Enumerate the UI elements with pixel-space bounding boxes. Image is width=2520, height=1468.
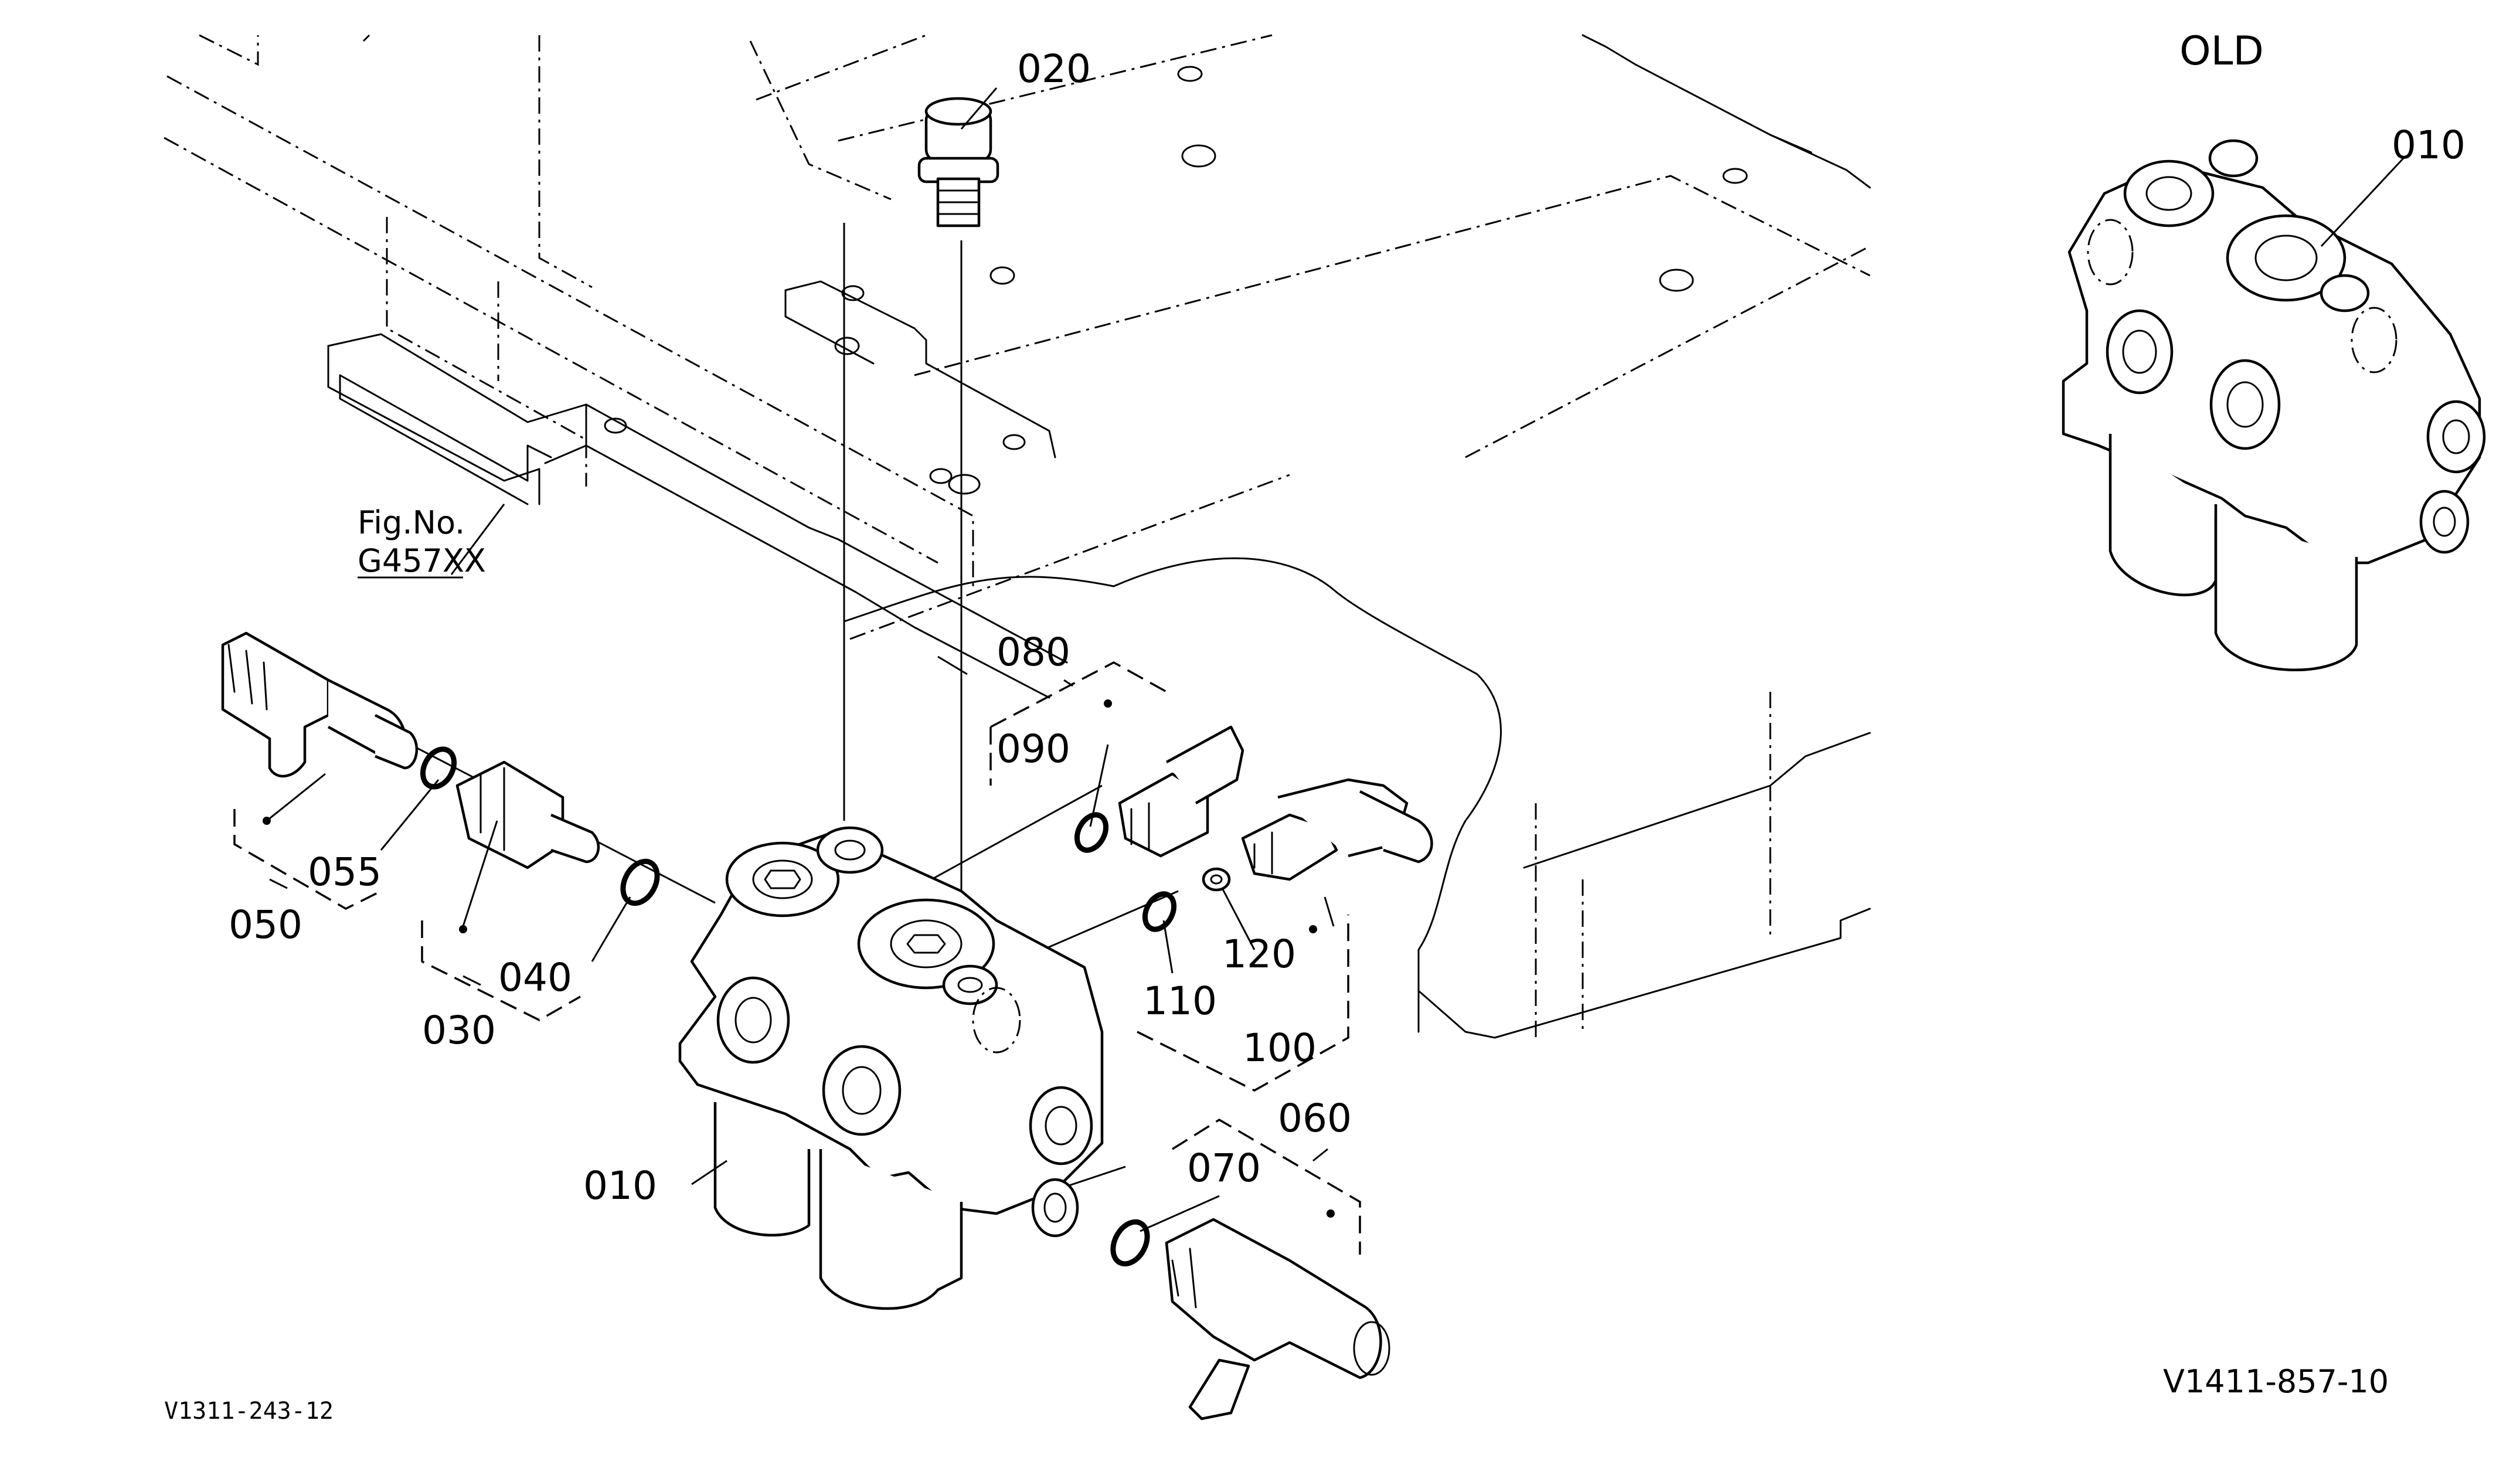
leader-lines	[266, 87, 2405, 1232]
fig-ref-line2: G457XX	[358, 542, 486, 579]
part-label-070: 070	[1187, 1146, 1261, 1191]
part-label-010-old: 010	[2392, 123, 2465, 168]
part-label-060: 060	[1278, 1096, 1352, 1141]
reference-dots	[263, 699, 1335, 1218]
part-080-plug[interactable]	[1118, 725, 1244, 858]
part-label-055: 055	[308, 849, 382, 895]
part-label-030: 030	[422, 1008, 496, 1053]
old-variant-label: OLD	[2179, 28, 2264, 74]
part-label-020: 020	[1017, 46, 1091, 91]
part-070-o-ring[interactable]	[1106, 1216, 1154, 1270]
part-label-100: 100	[1243, 1025, 1317, 1071]
old-valve-body[interactable]	[2062, 139, 2486, 671]
labels: OLD 010 020 Fig.No. G457XX 080 090 055 0…	[164, 28, 2465, 1425]
part-100-elbow-fitting[interactable]	[1241, 778, 1433, 881]
part-090-o-ring[interactable]	[1072, 810, 1112, 855]
part-120-orifice[interactable]	[1202, 867, 1231, 892]
part-010-valve-body[interactable]	[678, 826, 1104, 1310]
part-055-o-ring[interactable]	[417, 744, 460, 793]
part-050-tee-fitting[interactable]	[221, 631, 419, 778]
part-020-plug[interactable]	[917, 97, 999, 227]
part-label-050: 050	[229, 902, 302, 947]
part-label-040: 040	[498, 955, 572, 1000]
part-label-110: 110	[1143, 978, 1217, 1024]
group-brackets	[233, 661, 1361, 1255]
part-060-bleed-fitting[interactable]	[1165, 1218, 1390, 1421]
part-030-adapter[interactable]	[455, 760, 600, 869]
part-110-o-ring[interactable]	[1140, 889, 1180, 934]
chassis-frame	[164, 34, 1871, 1039]
drawing-code-left: V1311-243-12	[164, 1398, 334, 1425]
drawing-code-right: V1411-857-10	[2163, 1363, 2389, 1400]
part-label-080: 080	[997, 630, 1070, 675]
fig-ref-line1: Fig.No.	[358, 504, 465, 541]
part-label-090: 090	[997, 726, 1070, 772]
part-label-120: 120	[1222, 932, 1296, 977]
part-040-o-ring[interactable]	[616, 855, 664, 909]
part-label-010: 010	[583, 1163, 657, 1208]
